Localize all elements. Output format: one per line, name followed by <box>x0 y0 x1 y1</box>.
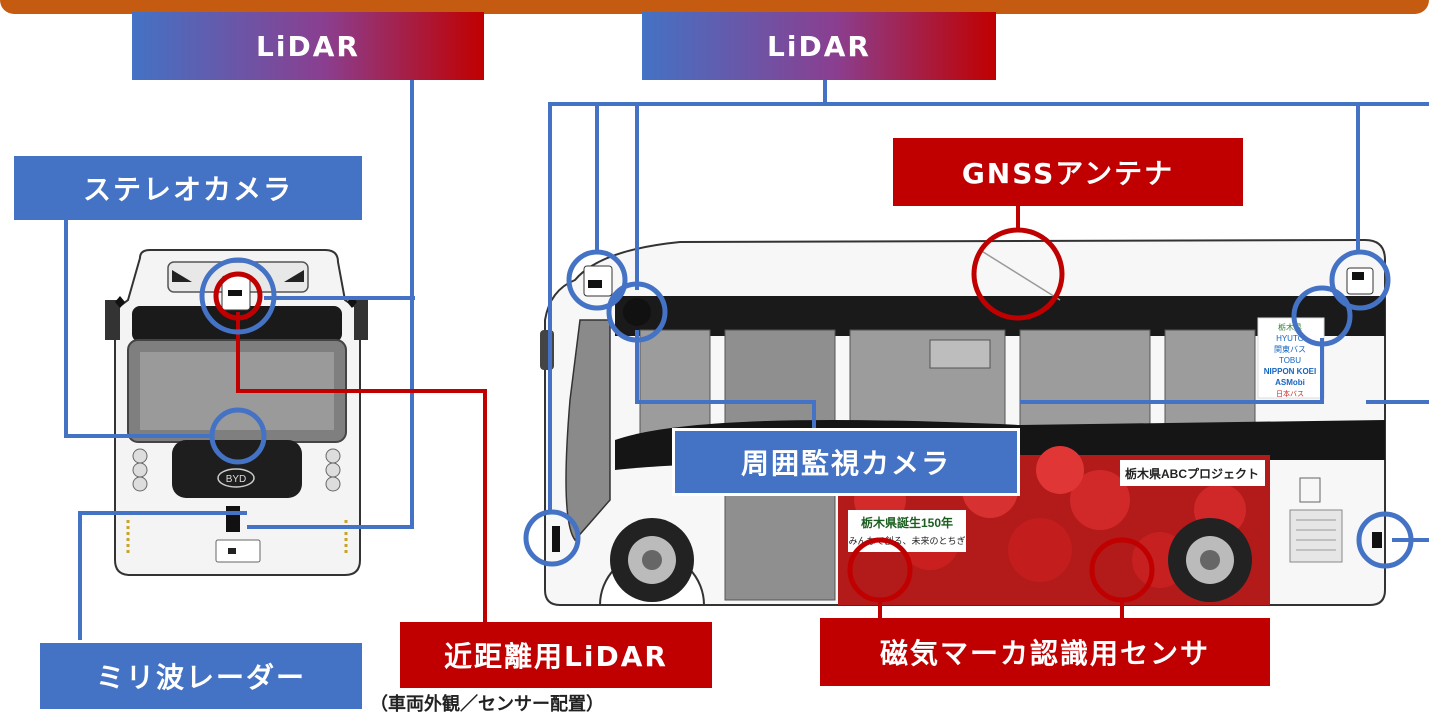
svg-text:ASMobi: ASMobi <box>1275 378 1305 387</box>
figure-caption: （車両外観／センサー配置） <box>370 694 604 715</box>
highlight-circles <box>199 227 1414 603</box>
short-lidar-side-front-circle <box>523 509 581 567</box>
surround-camera-front-circle <box>606 281 668 343</box>
front-gnss-circle <box>213 271 263 321</box>
magnetic-sensor-rear-circle <box>1089 537 1155 603</box>
stereo-camera-circle <box>209 407 267 465</box>
svg-text:日本バス: 日本バス <box>1276 389 1304 398</box>
surround-camera-label: 周囲監視カメラ <box>672 428 1020 496</box>
svg-text:栃木県: 栃木県 <box>1278 322 1302 332</box>
lidar-side-label: LiDAR <box>642 12 996 80</box>
gnss-antenna-circle <box>971 227 1065 321</box>
mmwave-radar-label: ミリ波レーダー <box>40 643 362 709</box>
svg-text:BYD: BYD <box>226 474 247 485</box>
connector-lines <box>64 80 1429 640</box>
side-lidar-rear-circle <box>1329 249 1391 311</box>
stereo-camera-label: ステレオカメラ <box>14 156 362 220</box>
svg-text:NIPPON KOEI: NIPPON KOEI <box>1264 367 1316 376</box>
short-range-lidar-label: 近距離用LiDAR <box>400 622 712 688</box>
magnetic-sensor-front-circle <box>847 537 913 603</box>
svg-text:みんなで創る、未来のとちぎ: みんなで創る、未来のとちぎ <box>848 535 965 546</box>
svg-text:栃木県ABCプロジェクト: 栃木県ABCプロジェクト <box>1125 466 1259 481</box>
magnetic-sensor-label: 磁気マーカ認識用センサ <box>820 618 1270 686</box>
surround-camera-rear-circle <box>1291 285 1353 347</box>
front-lidar-circle <box>199 257 277 335</box>
gnss-antenna-label: GNSSアンテナ <box>893 138 1243 206</box>
top-accent-bar <box>0 0 1429 14</box>
side-bus: 栃木県ABCプロジェクト 栃木県誕生150年 みんなで創る、未来のとちぎ 栃木県… <box>540 238 1386 606</box>
svg-text:HYUTO: HYUTO <box>1276 334 1304 343</box>
short-lidar-side-rear-circle <box>1356 511 1414 569</box>
side-lidar-front-circle <box>566 249 628 311</box>
lidar-front-label: LiDAR <box>132 12 484 80</box>
svg-text:TOBU: TOBU <box>1279 356 1301 365</box>
svg-text:関東バス: 関東バス <box>1274 344 1306 354</box>
svg-text:栃木県誕生150年: 栃木県誕生150年 <box>861 515 953 530</box>
